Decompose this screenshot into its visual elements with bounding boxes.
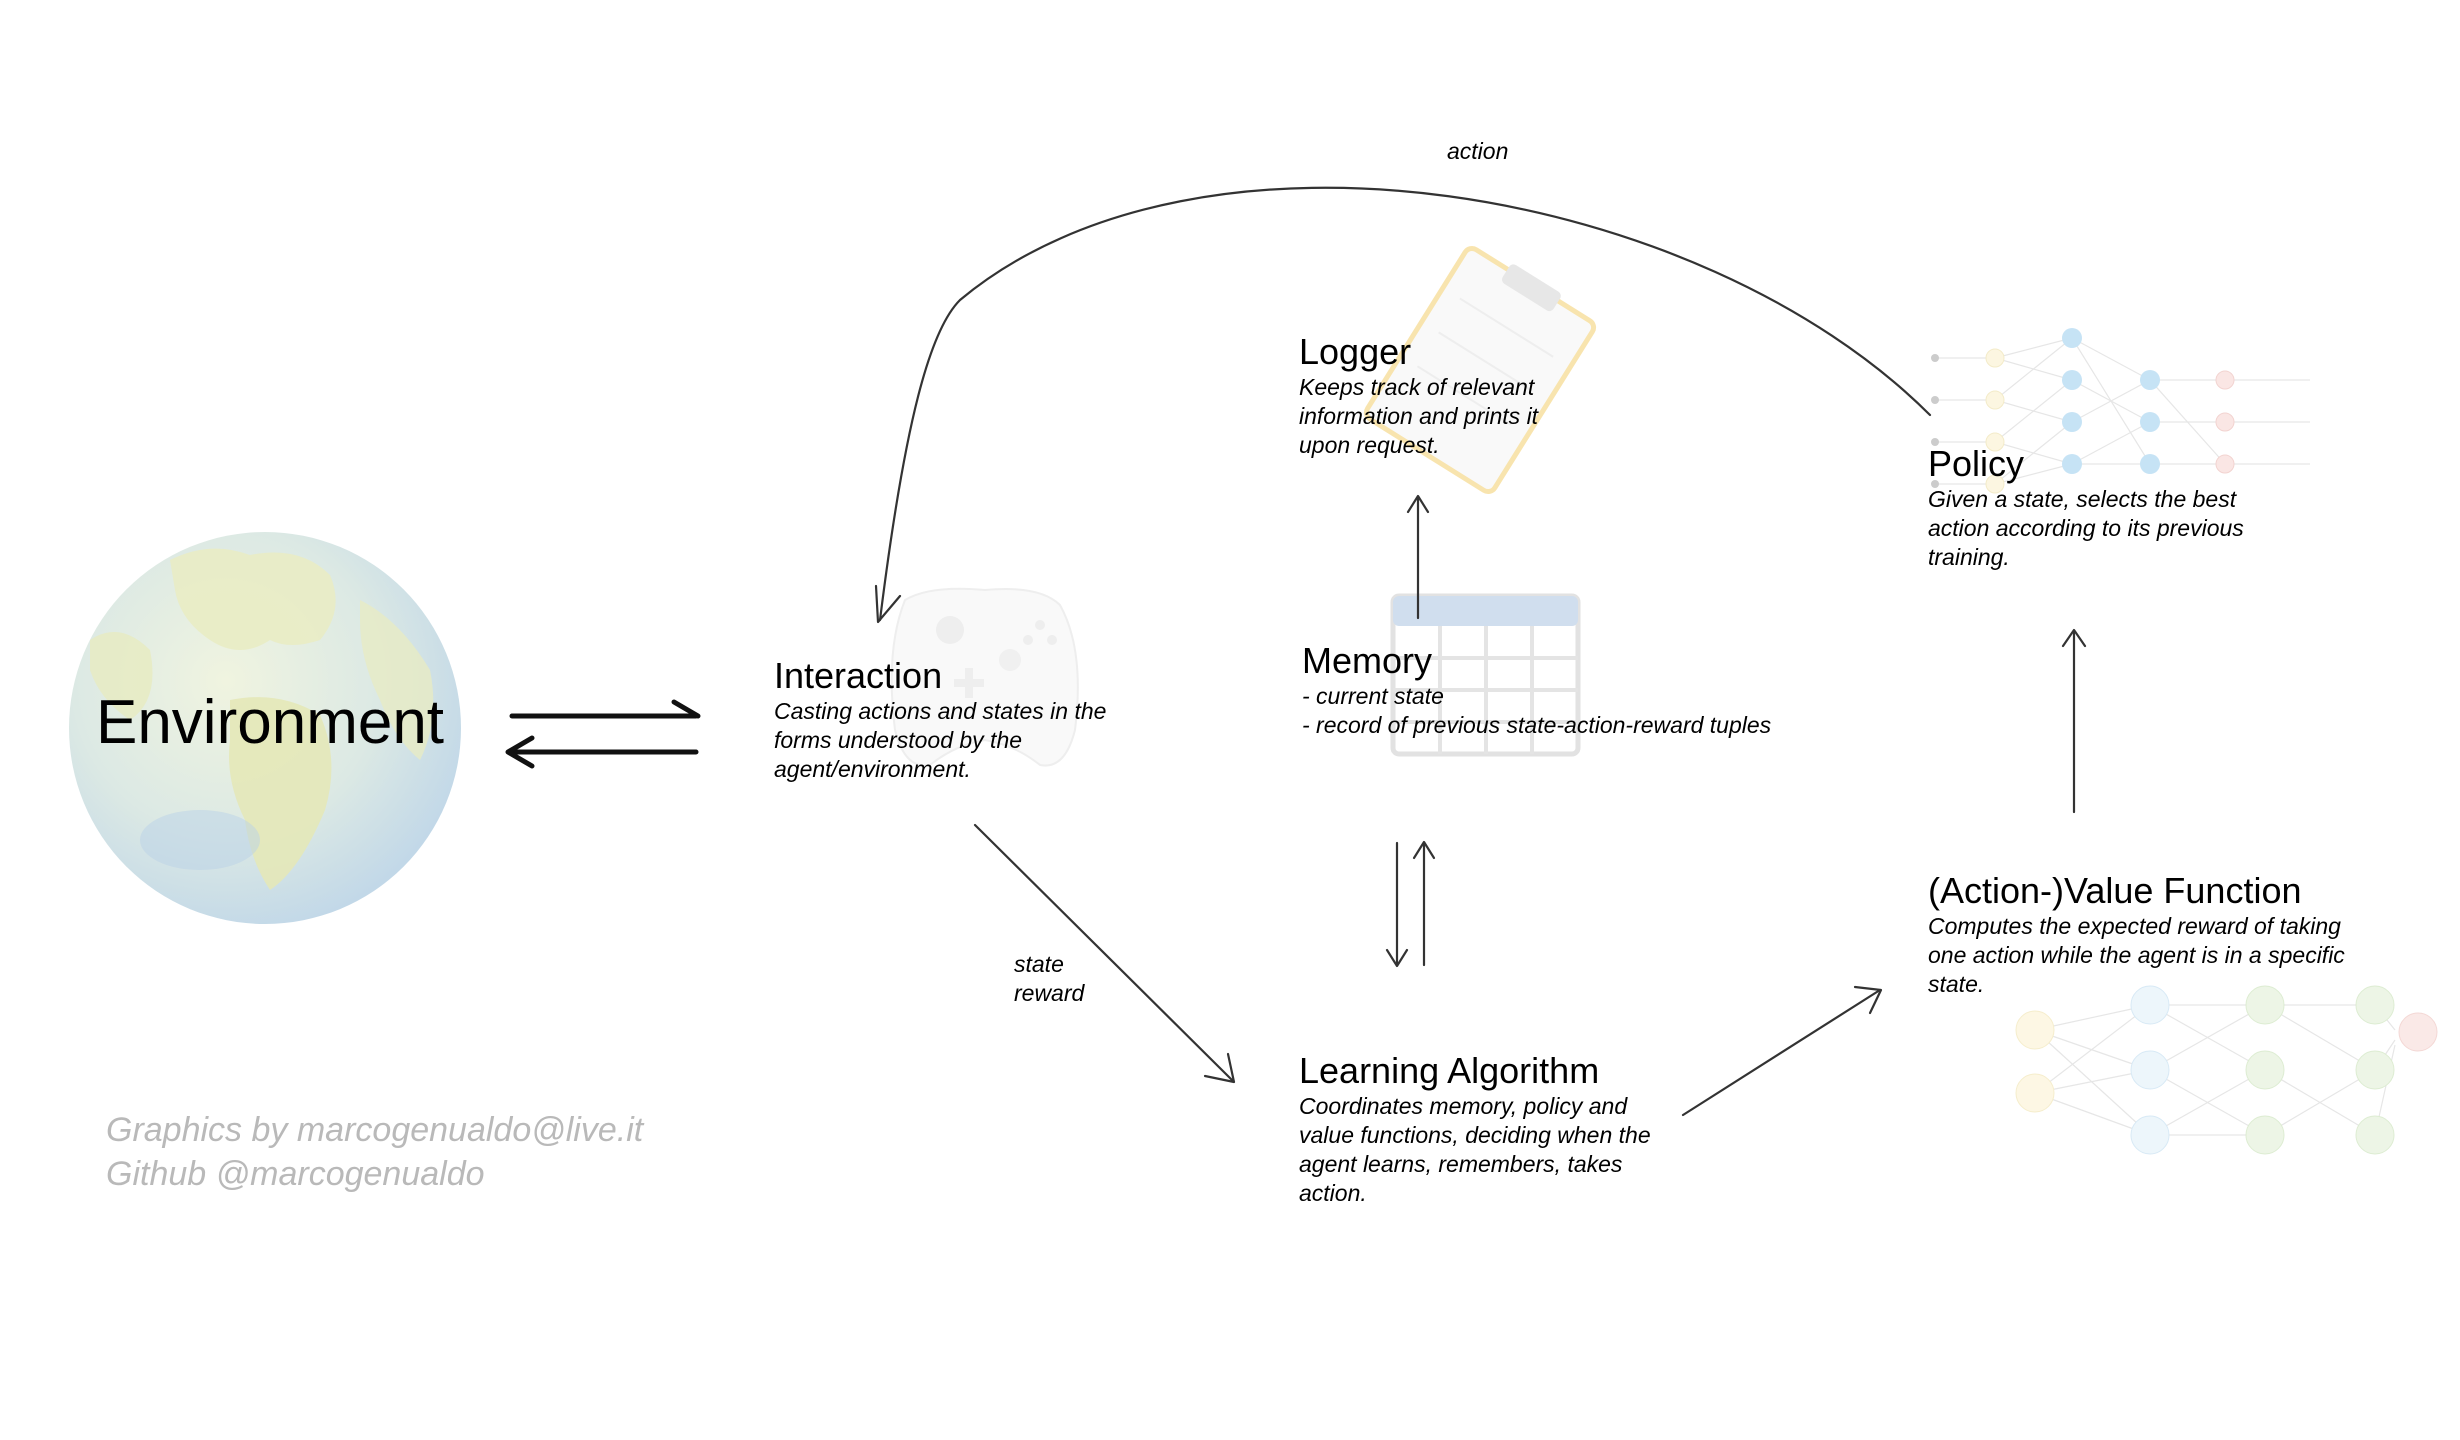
learning-to-value-arrowhead bbox=[1853, 985, 1883, 1015]
action-label: action bbox=[1447, 138, 1509, 164]
learning-algorithm-description: Coordinates memory, policy and value fun… bbox=[1299, 1093, 1651, 1206]
interaction-description: Casting actions and states in the forms … bbox=[774, 698, 1107, 782]
policy-description: Given a state, selects the best action a… bbox=[1928, 486, 2244, 570]
neural-network-icon bbox=[2015, 985, 2438, 1155]
policy-node: Policy Given a state, selects the best a… bbox=[1928, 443, 2248, 572]
memory-to-learning-arrowhead bbox=[1385, 948, 1409, 968]
interaction-node: Interaction Casting actions and states i… bbox=[774, 655, 1114, 784]
memory-title: Memory bbox=[1302, 640, 1433, 681]
learning-to-value-arrow bbox=[1681, 988, 1882, 1117]
learning-to-memory-arrowhead bbox=[1412, 840, 1436, 860]
state-reward-arrowhead bbox=[1203, 1052, 1236, 1084]
learning-algorithm-title: Learning Algorithm bbox=[1299, 1050, 1600, 1091]
credits: Graphics by marcogenualdo@live.it Github… bbox=[106, 1108, 643, 1196]
environment-label: Environment bbox=[95, 688, 445, 757]
value-function-title: (Action-)Value Function bbox=[1928, 870, 2302, 911]
memory-node: Memory - current state - record of previ… bbox=[1302, 640, 1782, 740]
action-arrowhead bbox=[874, 584, 902, 624]
logger-description: Keeps track of relevant information and … bbox=[1299, 374, 1539, 458]
logger-node: Logger Keeps track of relevant informati… bbox=[1299, 331, 1589, 460]
interaction-title: Interaction bbox=[774, 655, 943, 696]
value-to-policy-arrowhead bbox=[2061, 628, 2087, 648]
reward-label: reward bbox=[1014, 980, 1085, 1006]
table-icon bbox=[1390, 593, 1581, 757]
clipboard-icon bbox=[1363, 245, 1597, 495]
credits-line-1: Graphics by marcogenualdo@live.it bbox=[106, 1111, 644, 1149]
credits-line-2: Github @marcogenualdo bbox=[106, 1155, 485, 1193]
memory-to-logger-arrowhead bbox=[1406, 494, 1430, 514]
environment-interaction-arrows bbox=[505, 699, 701, 769]
gamepad-icon bbox=[890, 587, 1079, 767]
value-function-description: Computes the expected reward of taking o… bbox=[1928, 913, 2345, 997]
policy-title: Policy bbox=[1928, 443, 2025, 484]
state-reward-arrow bbox=[973, 823, 1235, 1083]
memory-items: - current state - record of previous sta… bbox=[1302, 682, 1782, 740]
learning-algorithm-node: Learning Algorithm Coordinates memory, p… bbox=[1299, 1050, 1659, 1208]
action-arrow bbox=[878, 186, 1932, 622]
neural-network-icon bbox=[1931, 328, 2310, 494]
value-function-node: (Action-)Value Function Computes the exp… bbox=[1928, 870, 2368, 999]
logger-title: Logger bbox=[1299, 331, 1412, 372]
memory-item: - record of previous state-action-reward… bbox=[1302, 712, 1772, 738]
globe-icon bbox=[69, 532, 461, 924]
memory-item: - current state bbox=[1302, 683, 1444, 709]
state-label: state bbox=[1014, 951, 1064, 977]
